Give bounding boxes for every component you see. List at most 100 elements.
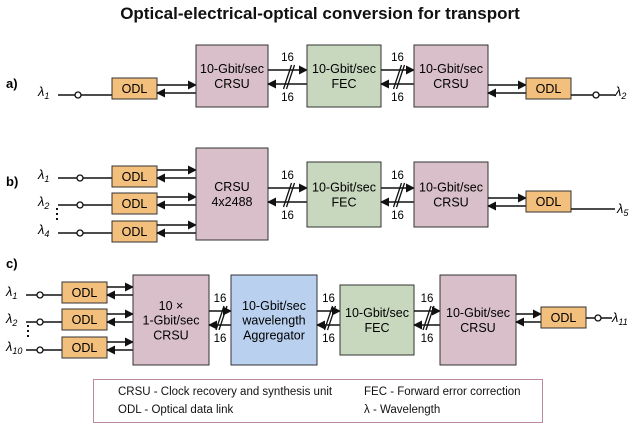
fec-box-text: 10-Gbit/sec bbox=[312, 181, 376, 195]
coupler-icon bbox=[594, 314, 602, 322]
bus-slash-mark bbox=[392, 64, 403, 90]
crsu-box bbox=[413, 161, 489, 228]
crsu-box bbox=[132, 274, 210, 366]
bus-width-label: 16 bbox=[281, 92, 294, 104]
bus-width-label: 16 bbox=[421, 333, 434, 345]
row-b-label: b) bbox=[6, 174, 18, 189]
bus-slash-mark bbox=[425, 305, 435, 331]
aggregator-box-text: Aggregator bbox=[243, 328, 305, 342]
crsu-box-text: 10-Gbit/sec bbox=[446, 306, 510, 320]
diagram-title: Optical-electrical-optical conversion fo… bbox=[120, 4, 520, 23]
fec-box bbox=[339, 284, 415, 356]
bus-width-label: 16 bbox=[214, 293, 227, 305]
bus-slash-mark bbox=[282, 182, 293, 208]
coupler-icon bbox=[76, 201, 84, 209]
crsu-box-text: 10 × bbox=[159, 299, 184, 313]
odl-box-label: ODL bbox=[72, 341, 98, 355]
bus-width-label: 16 bbox=[322, 293, 335, 305]
input-wavelength-label: λ1 bbox=[5, 284, 17, 301]
crsu-box-text: CRSU bbox=[214, 77, 249, 91]
bus-width-label: 16 bbox=[391, 52, 404, 64]
aggregator-box-text: wavelength bbox=[241, 314, 305, 328]
output-wavelength-label: λ2 bbox=[614, 84, 626, 101]
input-wavelength-label: λ4 bbox=[37, 222, 49, 239]
coupler-icon bbox=[36, 291, 44, 299]
fec-box-text: 10-Gbit/sec bbox=[345, 306, 409, 320]
coupler-icon bbox=[76, 174, 84, 182]
bus-width-label: 16 bbox=[322, 333, 335, 345]
bus-width-label: 16 bbox=[391, 170, 404, 182]
odl-box bbox=[525, 190, 572, 213]
row-a-label: a) bbox=[6, 76, 18, 91]
bus-slash-mark bbox=[285, 182, 296, 208]
row-c-label: c) bbox=[6, 256, 18, 271]
crsu-box-text: CRSU bbox=[433, 195, 468, 209]
odl-box-label: ODL bbox=[72, 286, 98, 300]
output-wavelength-label: λ11 bbox=[611, 310, 628, 327]
fec-box-text: FEC bbox=[332, 77, 357, 91]
odl-box-label: ODL bbox=[122, 170, 148, 184]
crsu-box-text: 1-Gbit/sec bbox=[143, 314, 200, 328]
crsu-box bbox=[413, 44, 489, 108]
input-wavelength-label: λ1 bbox=[37, 84, 49, 101]
odl-box-label: ODL bbox=[536, 82, 562, 96]
odl-box-label: ODL bbox=[122, 82, 148, 96]
crsu-box bbox=[195, 44, 269, 108]
bus-width-label: 16 bbox=[421, 293, 434, 305]
fec-box bbox=[306, 44, 382, 108]
odl-box bbox=[525, 77, 572, 100]
bus-slash-mark bbox=[282, 64, 293, 90]
bus-slash-mark bbox=[395, 64, 406, 90]
bus-width-label: 16 bbox=[281, 210, 294, 222]
odl-box-label: ODL bbox=[72, 313, 98, 327]
fec-box-text: FEC bbox=[332, 195, 357, 209]
odl-box-label: ODL bbox=[536, 195, 562, 209]
input-wavelength-label: λ2 bbox=[5, 311, 17, 328]
crsu-box-text: 10-Gbit/sec bbox=[200, 62, 264, 76]
legend-box: CRSU - Clock recovery and synthesis unit… bbox=[93, 379, 543, 423]
aggregator-box bbox=[230, 274, 318, 366]
bus-width-label: 16 bbox=[391, 210, 404, 222]
legend-odl: ODL - Optical data link bbox=[118, 404, 234, 416]
fec-box-text: FEC bbox=[365, 321, 390, 335]
coupler-icon bbox=[36, 318, 44, 326]
input-wavelength-label: λ10 bbox=[5, 339, 22, 356]
crsu-box-text: 4x2488 bbox=[211, 195, 252, 209]
crsu-box-text: 10-Gbit/sec bbox=[419, 181, 483, 195]
bus-slash-mark bbox=[215, 305, 225, 331]
bus-slash-mark bbox=[218, 305, 228, 331]
coupler-icon bbox=[74, 91, 82, 99]
bus-slash-mark bbox=[323, 305, 334, 331]
odl-box-label: ODL bbox=[551, 311, 577, 325]
output-wavelength-label: λ5 bbox=[616, 201, 629, 218]
aggregator-box-text: 10-Gbit/sec bbox=[242, 299, 306, 313]
crsu-box-text: CRSU bbox=[153, 328, 188, 342]
bus-width-label: 16 bbox=[214, 333, 227, 345]
crsu-box-text: 10-Gbit/sec bbox=[419, 62, 483, 76]
legend-fec: FEC - Forward error correction bbox=[364, 386, 521, 398]
legend-lambda: λ - Wavelength bbox=[364, 404, 441, 416]
bus-slash-mark bbox=[326, 305, 337, 331]
crsu-box-text: CRSU bbox=[214, 180, 249, 194]
bus-slash-mark bbox=[422, 305, 432, 331]
input-wavelength-label: λ2 bbox=[37, 194, 49, 211]
coupler-icon bbox=[36, 346, 44, 354]
crsu-box bbox=[195, 147, 269, 241]
bus-width-label: 16 bbox=[281, 170, 294, 182]
bus-slash-mark bbox=[392, 182, 403, 208]
coupler-icon bbox=[592, 91, 600, 99]
legend-crsu: CRSU - Clock recovery and synthesis unit bbox=[118, 386, 333, 398]
input-wavelength-label: λ1 bbox=[37, 167, 49, 184]
crsu-box-text: CRSU bbox=[460, 321, 495, 335]
crsu-box-text: CRSU bbox=[433, 77, 468, 91]
odl-box-label: ODL bbox=[122, 225, 148, 239]
bus-slash-mark bbox=[285, 64, 296, 90]
coupler-icon bbox=[76, 229, 84, 237]
odl-box-label: ODL bbox=[122, 197, 148, 211]
bus-width-label: 16 bbox=[391, 92, 404, 104]
fec-box-text: 10-Gbit/sec bbox=[312, 62, 376, 76]
bus-slash-mark bbox=[395, 182, 406, 208]
bus-width-label: 16 bbox=[281, 52, 294, 64]
fec-box bbox=[306, 161, 382, 228]
